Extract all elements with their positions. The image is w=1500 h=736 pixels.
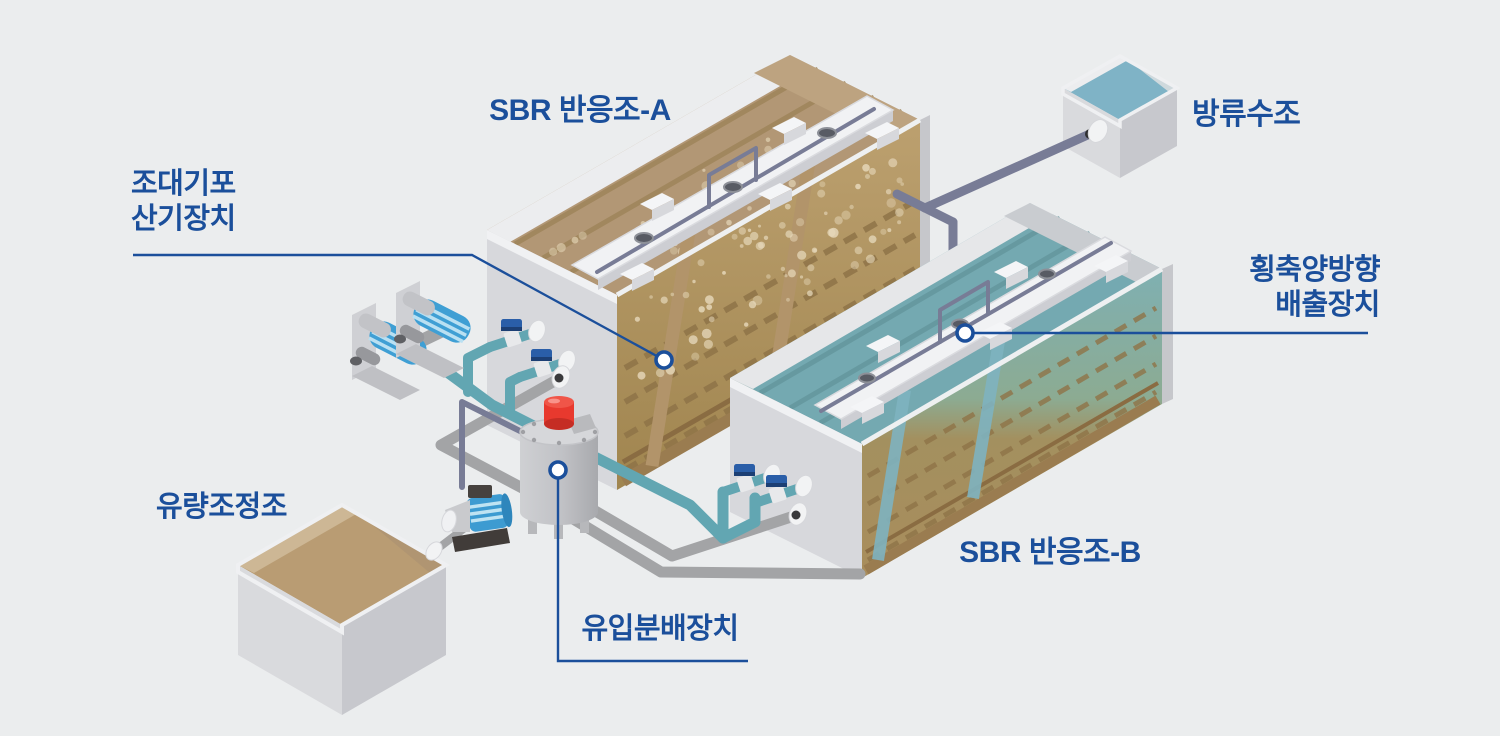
- decanter-pipe-loop: [707, 146, 758, 209]
- discharge-flange: [1087, 119, 1109, 143]
- tank-a-bubbles: [634, 158, 904, 380]
- pipe-distributor-to-b: [579, 499, 803, 562]
- decanter-ports: [858, 268, 1056, 384]
- tank-b-water-surface: [730, 203, 1162, 444]
- drain-port: [788, 502, 808, 526]
- leader-dot-distributor: [548, 460, 568, 480]
- drain-port: [551, 365, 571, 389]
- label-discharge-tank: 방류수조: [1192, 98, 1301, 131]
- leader-lines: [133, 253, 1368, 663]
- tank-b-brace: [967, 334, 1006, 499]
- label-distributor: 유입분배장치: [581, 613, 739, 645]
- tank-a-water-surface: [487, 55, 920, 295]
- tank-b-inner-wall-back: [730, 203, 1053, 389]
- pipe-drain-b: [564, 511, 866, 580]
- leader-distributor: [556, 470, 748, 663]
- label-flow-tank: 유량조정조: [156, 491, 287, 523]
- tank-a-brace: [645, 223, 697, 468]
- valve-assembly: [485, 319, 546, 352]
- tank-a-valves: [485, 319, 576, 389]
- label-tank-a: SBR 반응조-A: [489, 94, 671, 127]
- pipe-air-main: [414, 346, 761, 544]
- alarm-cap: [544, 396, 574, 430]
- leader-coarse-bubble: [133, 253, 665, 362]
- tank-a-decanter: [570, 95, 899, 291]
- decanter-floats: [850, 255, 1128, 424]
- tank-b-aeration-grid: [866, 305, 1158, 563]
- decanter-ports: [634, 127, 837, 244]
- effluent-pipe: [892, 119, 1109, 257]
- leader-dot-decanter: [955, 323, 975, 343]
- blower-2: [394, 281, 471, 378]
- pump-base: [452, 528, 510, 552]
- feed-pump: [441, 485, 513, 552]
- flow-tank-wall-right: [342, 565, 446, 715]
- decanter-pipe-loop: [938, 280, 990, 344]
- flow-tank-wall-left: [238, 565, 342, 715]
- decanter-floats: [620, 117, 899, 291]
- valve-assembly: [750, 474, 813, 508]
- blower-unit: [350, 281, 471, 400]
- pipe-pump-discharge: [459, 399, 525, 490]
- tank-b-valves: [718, 463, 813, 526]
- discharge-tank: [1061, 53, 1181, 178]
- pipe-air-riser-1: [463, 342, 495, 397]
- label-horizontal-decanter: 횡축양방향 배출장치: [1249, 254, 1380, 321]
- tank-a-inner-wall-back: [487, 55, 813, 242]
- pump-junction-box: [468, 485, 492, 498]
- label-tank-b: SBR 반응조-B: [959, 536, 1141, 569]
- flow-tank-flange: [425, 541, 443, 561]
- flow-equalization-tank: [236, 502, 451, 715]
- label-coarse-bubble-aerator: 조대기포 산기장치: [131, 168, 236, 235]
- leader-dot-coarse-bubble: [654, 350, 674, 370]
- tank-b-brace: [872, 389, 911, 561]
